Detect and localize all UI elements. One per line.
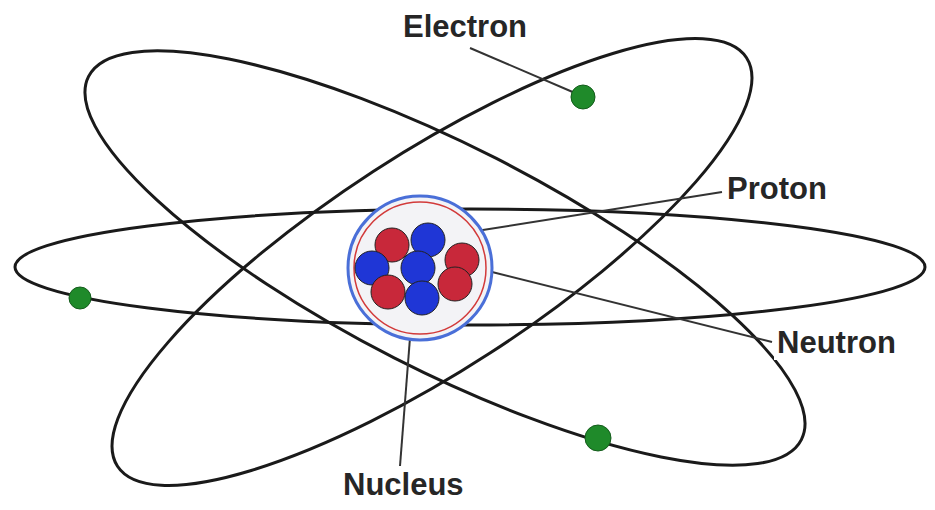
nucleus-shell [348,196,492,340]
part-label: Nucleus [340,468,467,502]
part-label: Electron [400,10,530,44]
neutron-ball [401,251,435,285]
proton-ball [438,267,472,301]
orbit [59,0,806,510]
leader-line [470,192,722,232]
leader-line [492,272,772,342]
electron-dot [585,425,611,451]
part-label: Proton [724,172,830,206]
orbit [38,0,852,510]
electron-dot [571,85,595,109]
part-label: Neutron [774,326,899,360]
neutron-ball [405,281,439,315]
nucleus-ring [354,202,486,334]
leader-line [470,48,575,93]
proton-ball [371,275,405,309]
electron-dot [69,287,91,309]
